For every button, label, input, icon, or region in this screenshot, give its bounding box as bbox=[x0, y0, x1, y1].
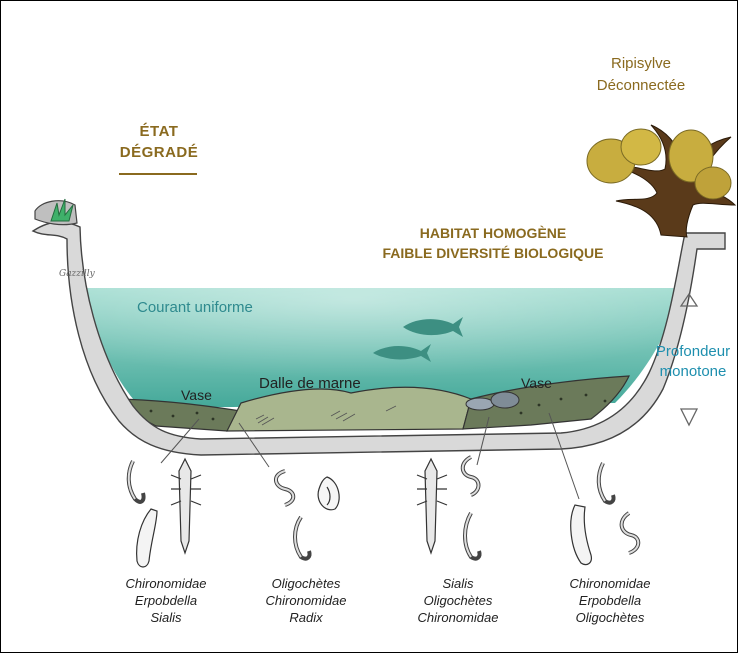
depth-label-line2: monotone bbox=[648, 362, 738, 382]
species-name: Chironomidae bbox=[393, 609, 523, 626]
stone-small bbox=[466, 398, 494, 410]
depth-arrow-down bbox=[681, 409, 697, 425]
species-name: Radix bbox=[241, 609, 371, 626]
radix-snail bbox=[318, 477, 339, 510]
riparian-tree bbox=[587, 125, 735, 237]
invertebrates-group-3 bbox=[417, 457, 480, 559]
left-mud-label: Vase bbox=[181, 387, 212, 403]
species-name: Oligochètes bbox=[393, 592, 523, 609]
habitat-label-line2: FAIBLE DIVERSITÉ BIOLOGIQUE bbox=[343, 243, 643, 263]
species-group-2: Oligochètes Chironomidae Radix bbox=[241, 575, 371, 626]
species-name: Sialis bbox=[101, 609, 231, 626]
stone-large bbox=[491, 392, 519, 408]
artist-signature: Gazzilly bbox=[59, 269, 95, 279]
depth-label: Profondeur monotone bbox=[648, 342, 738, 382]
species-name: Chironomidae bbox=[241, 592, 371, 609]
species-name: Sialis bbox=[393, 575, 523, 592]
species-name: Chironomidae bbox=[101, 575, 231, 592]
erpobdella-leech-2 bbox=[571, 505, 592, 565]
marl-slab-label: Dalle de marne bbox=[259, 375, 361, 392]
species-name: Oligochètes bbox=[241, 575, 371, 592]
invertebrates-group-2 bbox=[276, 471, 339, 559]
invertebrates-group-4 bbox=[571, 463, 639, 565]
species-name: Oligochètes bbox=[545, 609, 675, 626]
species-group-4: Chironomidae Erpobdella Oligochètes bbox=[545, 575, 675, 626]
state-title-underline bbox=[119, 173, 197, 175]
right-mud-label: Vase bbox=[521, 375, 552, 391]
ripisylve-label-line2: Déconnectée bbox=[581, 75, 701, 97]
species-name: Erpobdella bbox=[545, 592, 675, 609]
habitat-label: HABITAT HOMOGÈNE FAIBLE DIVERSITÉ BIOLOG… bbox=[343, 223, 643, 263]
depth-label-line1: Profondeur bbox=[648, 342, 738, 362]
species-group-1: Chironomidae Erpobdella Sialis bbox=[101, 575, 231, 626]
current-label: Courant uniforme bbox=[137, 299, 253, 316]
habitat-label-line1: HABITAT HOMOGÈNE bbox=[343, 223, 643, 243]
sialis-larva-2 bbox=[425, 459, 437, 553]
species-group-3: Sialis Oligochètes Chironomidae bbox=[393, 575, 523, 626]
ripisylve-label-line1: Ripisylve bbox=[581, 53, 701, 75]
invertebrates-group-1 bbox=[129, 459, 201, 567]
sialis-larva bbox=[179, 459, 191, 553]
erpobdella-leech bbox=[137, 509, 157, 567]
species-name: Erpobdella bbox=[101, 592, 231, 609]
state-title: ÉTAT DÉGRADÉ bbox=[119, 121, 199, 163]
state-title-line1: ÉTAT bbox=[119, 121, 199, 142]
species-name: Chironomidae bbox=[545, 575, 675, 592]
ripisylve-label: Ripisylve Déconnectée bbox=[581, 53, 701, 97]
state-title-line2: DÉGRADÉ bbox=[119, 142, 199, 163]
